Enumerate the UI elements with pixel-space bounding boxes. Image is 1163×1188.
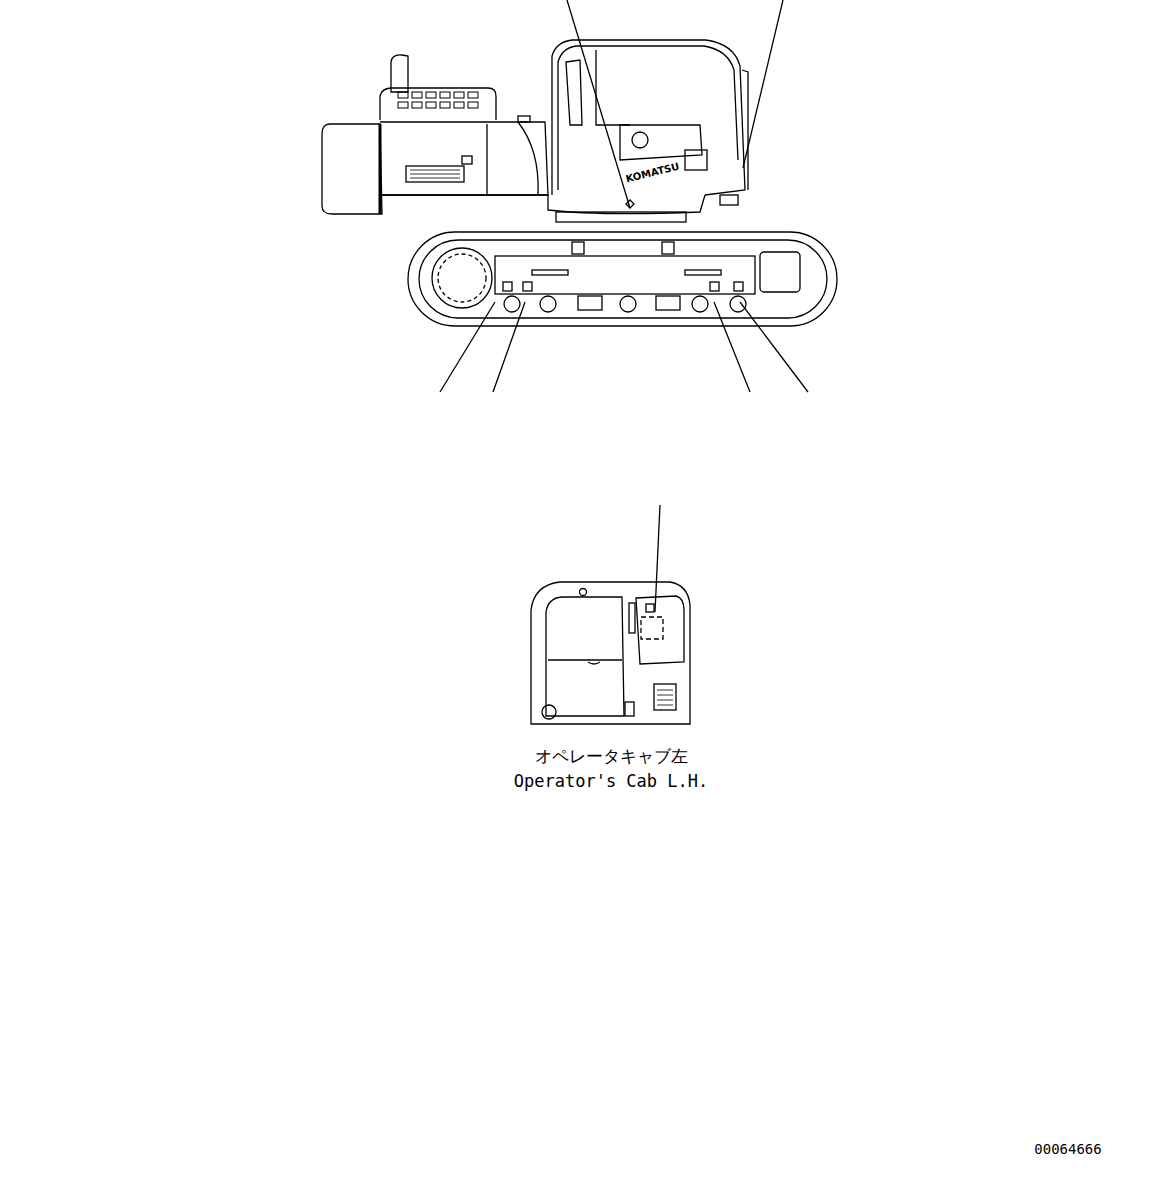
cab-frame [558,46,738,190]
sprocket [432,248,492,308]
carrier-roller [662,242,674,254]
leader-line [567,0,630,208]
grease-mark [734,282,743,291]
decal-outline [641,617,663,639]
cab-window [596,50,630,125]
body-panel [486,124,487,195]
operator-cab [552,40,745,195]
door-hinge [625,702,634,716]
vent-panel [406,166,464,182]
drawing-number: 00064666 [1034,1142,1101,1157]
leader-line [714,302,750,392]
grease-mark [503,282,512,291]
hood-grille [398,92,478,108]
decal-mark [646,604,654,612]
frame-plate [532,270,568,275]
view-caption: オペレータキャブ左 [535,747,688,766]
frame [380,195,705,214]
diamond-mark [626,200,634,208]
door-glass [636,596,684,664]
seat-back [566,60,582,125]
leader-line [655,505,660,612]
vent-slats [657,690,673,705]
idler-guard [760,252,800,292]
brand-mark: KOMATSU [624,160,680,184]
bolt [580,589,587,596]
leader-line [740,302,808,392]
carrier-roller [572,242,584,254]
grease-mark [523,282,532,291]
door-vent [654,684,676,710]
frame-plate [685,270,721,275]
leader-line [493,302,525,392]
handrail [742,70,748,190]
door-handle [629,603,635,633]
track-inner [419,240,827,318]
engine-hood [380,88,496,120]
body-panel [518,122,538,195]
track-frame [495,256,755,294]
cab-window [546,597,624,716]
latch [588,662,600,664]
leader-line [440,302,495,392]
step [720,195,738,205]
view-caption: Operator's Cab L.H. [514,772,708,791]
counterweight [322,124,382,214]
console-knob [632,132,648,148]
sprocket-teeth [438,254,486,302]
upper-body [380,122,548,195]
window-split [548,659,622,660]
cab-left-view [531,582,690,724]
grease-mark [710,282,719,291]
track-rollers [504,296,746,312]
body-emblem [462,156,472,164]
fuel-cap [518,116,530,122]
exhaust-stack [391,55,408,92]
light [542,705,556,719]
leader-line [743,0,783,168]
cab-console [620,125,702,160]
swing-circle [556,212,686,222]
mirror [685,150,707,170]
track-shoe [408,232,837,326]
counterweight-edge [379,124,382,214]
